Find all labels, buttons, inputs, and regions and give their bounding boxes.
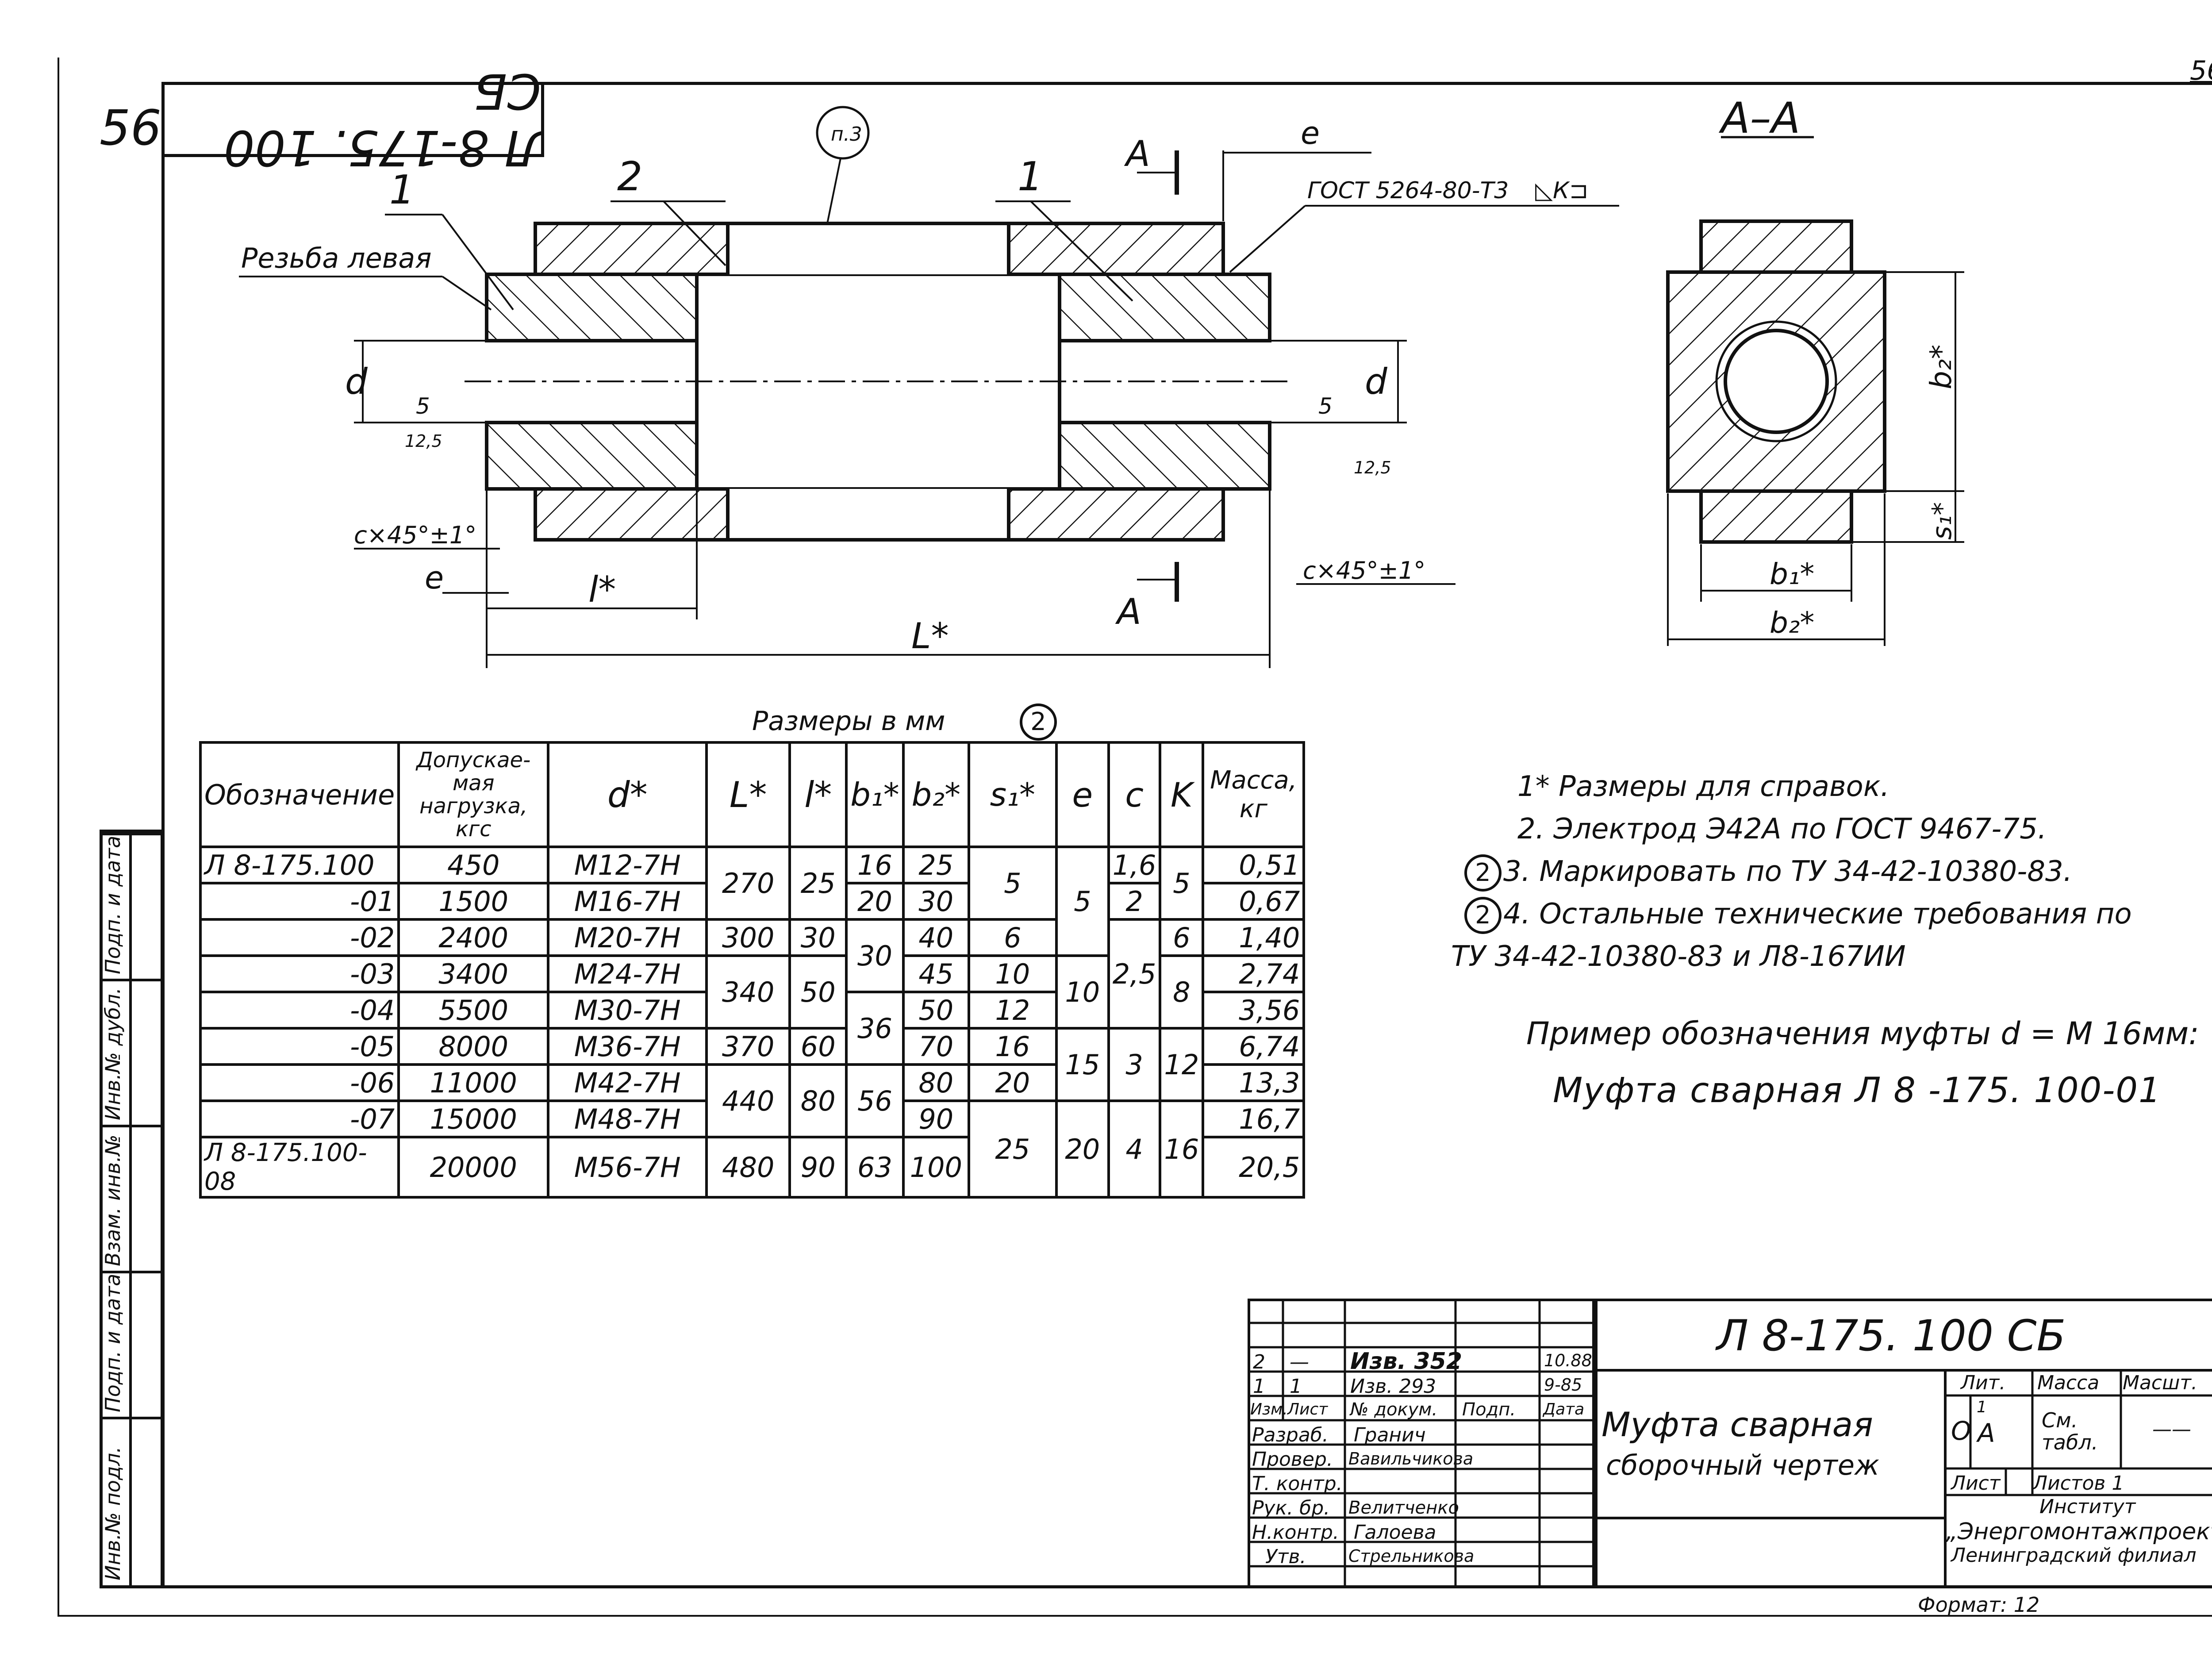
technical-notes: 1* Размеры для справок. 2. Электрод Э42А…	[1451, 765, 2132, 978]
margin-strip: Подп. и дата Инв.№ дубл. Взам. инв.№ Под…	[100, 830, 164, 1588]
title-subtitle: сборочный чертеж	[1606, 1449, 1879, 1481]
note-4: 4. Остальные технические требования по	[1503, 898, 2132, 930]
col-header: Обозначение	[199, 741, 400, 848]
table-caption: Размеры в мм	[752, 706, 945, 737]
table-row: Л 8-175.100-08 20000 М56-7Н 480 90 63 10…	[199, 1136, 1306, 1199]
roughness-5-left: 5	[416, 393, 430, 419]
chamfer-left: с×45°±1°	[354, 521, 476, 549]
strip-label-podp-2: Подп. и дата	[101, 1273, 125, 1412]
format-label: Формат: 12	[1918, 1593, 2040, 1617]
col-header: e	[1055, 741, 1110, 848]
note-2: 2. Электрод Э42А по ГОСТ 9467-75.	[1517, 813, 2047, 846]
dim-d-left: d	[345, 361, 368, 402]
rotated-stamp: Л 8-175. 100 СБ	[161, 63, 544, 176]
coupling-drawing: п.3 1 2 1 Резьба левая ГОСТ 5264-80-Т3 ◺…	[239, 93, 1964, 668]
dim-s1: s₁*	[1927, 502, 1958, 540]
col-header: L*	[705, 741, 791, 848]
col-header: l*	[788, 741, 848, 848]
note-3-mark: 2	[1464, 854, 1502, 892]
roughness-125-right: 12,5	[1354, 458, 1391, 477]
part-label-1: 1	[389, 167, 415, 213]
strip-label-inv-dubl: Инв.№ дубл.	[101, 987, 125, 1120]
table-row: -06 11000 М42-7Н 440 80 56 80 20 13,3	[199, 1063, 1306, 1138]
table-row: -03 3400 М24-7Н 340 50 45 10 10 8 2,74	[199, 954, 1306, 1030]
strip-label-podp-1: Подп. и дата	[101, 835, 125, 974]
table-row: -01 1500 М16-7Н 20 30 2 0,67	[199, 882, 1306, 921]
note-3: 3. Маркировать по ТУ 34-42-10380-83.	[1503, 855, 2073, 888]
note-4-cont: ТУ 34-42-10380-83 и Л8-167ИИ	[1451, 940, 1906, 973]
dim-d-right: d	[1365, 361, 1388, 402]
page-number-right: 56	[2190, 55, 2212, 86]
roughness-125-left: 12,5	[405, 431, 442, 451]
dim-b1: b₁*	[1770, 557, 1814, 591]
title-code: Л 8-175. 100 СБ	[1717, 1311, 2066, 1361]
chamfer-right: с×45°±1°	[1303, 557, 1425, 584]
section-title: А–А	[1718, 93, 1800, 143]
example-label: Пример обозначения муфты d = М 16мм:	[1526, 1015, 2199, 1052]
weld-symbol: ◺К⊐	[1535, 177, 1588, 204]
table-row: -05 8000 М36-7Н 370 60 70 16 15 3 12 6,7…	[199, 1027, 1306, 1102]
col-header: Допускае-мая нагрузка, кгс	[397, 741, 550, 848]
example-value: Муфта сварная Л 8 -175. 100-01	[1553, 1071, 2162, 1111]
table-revision-mark: 2	[1020, 703, 1059, 741]
note-4-mark: 2	[1464, 897, 1502, 934]
dim-e-left: e	[425, 560, 444, 596]
dim-L: L*	[911, 615, 949, 657]
strip-label-vzam: Взам. инв.№	[101, 1134, 125, 1266]
title-right-grid	[1944, 1369, 2212, 1496]
table-row: -02 2400 М20-7Н 300 30 30 40 6 2,5 6 1,4…	[199, 918, 1306, 1030]
table-row: Л 8-175.100 450 М12-7Н 270 25 16 25 5 5 …	[199, 846, 1306, 957]
col-header: s₁*	[967, 741, 1058, 848]
section-mark-top: А	[1124, 133, 1150, 174]
dim-b2-side: b₂*	[1924, 345, 1958, 389]
dim-e-right: e	[1301, 115, 1320, 151]
part-label-1b: 1	[1018, 154, 1043, 200]
title-name: Муфта сварная	[1601, 1405, 1873, 1444]
weld-note: ГОСТ 5264-80-Т3	[1307, 177, 1509, 204]
roughness-5-right: 5	[1318, 393, 1333, 419]
page-number-left: 56	[100, 100, 161, 156]
dim-l: l*	[588, 569, 616, 610]
section-mark-bottom: А	[1115, 591, 1141, 632]
col-header: K	[1159, 741, 1205, 848]
col-header: c	[1107, 741, 1162, 848]
table-row: -04 5500 М30-7Н 36 50 12 3,56	[199, 991, 1306, 1066]
dimension-table: Обозначение Допускае-мая нагрузка, кгс d…	[199, 741, 1306, 1199]
table-row: -07 15000 М48-7Н 90 25 20 4 16 16,7	[199, 1099, 1306, 1199]
strip-label-inv-podl: Инв.№ подл.	[101, 1446, 125, 1580]
title-grid-lines	[1248, 1299, 1595, 1588]
table-header: Обозначение Допускае-мая нагрузка, кгс d…	[199, 741, 1306, 848]
thread-left-label: Резьба левая	[241, 242, 432, 274]
col-header: d*	[547, 741, 708, 848]
dim-b2-bottom: b₂*	[1770, 606, 1814, 640]
callout-p3: п.3	[831, 123, 862, 146]
col-header: b₁*	[845, 741, 905, 848]
note-1: 1* Размеры для справок.	[1517, 770, 1889, 803]
title-block: 2 — Изв. 352 10.88 1 1 Изв. 293 9-85 Изм…	[1248, 1299, 2212, 1588]
col-header: b₂*	[902, 741, 970, 848]
col-header: Масса, кг	[1202, 741, 1306, 848]
part-label-2: 2	[617, 154, 642, 200]
